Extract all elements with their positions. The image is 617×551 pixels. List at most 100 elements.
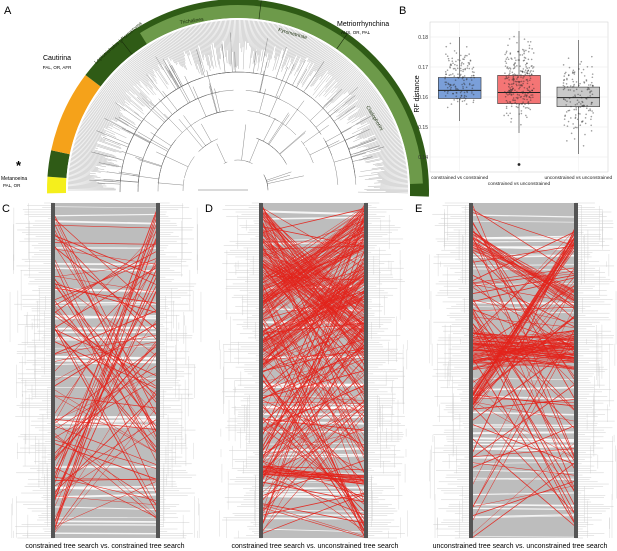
crossing-line (471, 274, 576, 295)
tip-branch (91, 103, 129, 126)
internal-branch (135, 157, 162, 167)
tip-branch (327, 54, 341, 72)
tip-branch (80, 126, 107, 137)
tip-branch (165, 36, 178, 62)
tip-branch (78, 132, 121, 148)
tip-branch (300, 43, 325, 84)
crossing-line (471, 378, 576, 491)
crossing-line (53, 326, 158, 514)
internal-branch (170, 65, 182, 87)
crossing-bundle-line (261, 467, 366, 481)
tip-branch (81, 122, 117, 138)
tip-branch (107, 81, 144, 112)
tip-branch (95, 97, 135, 124)
tip-branch (356, 133, 399, 149)
crossing-bundle-line (261, 240, 366, 330)
jitter-point (525, 62, 528, 65)
tip-branch (124, 62, 154, 96)
jitter-point (473, 76, 476, 79)
jitter-point (450, 84, 452, 86)
crossing-line (53, 389, 158, 454)
arc-dividers (120, 0, 348, 55)
tip-branch (366, 136, 400, 148)
tip-branch (87, 109, 109, 121)
crossing-line (261, 235, 366, 385)
crossing-bundle-line (471, 246, 576, 291)
jitter-point (504, 72, 506, 75)
tip-branch (343, 75, 365, 95)
crossing-bundle-line (261, 223, 366, 352)
jitter-point (505, 50, 508, 53)
jitter-point (446, 106, 449, 109)
jitter-point (568, 66, 571, 69)
crossing-line (261, 426, 366, 476)
tip-branch (218, 21, 222, 51)
crossing-line (53, 315, 158, 388)
crossing-bundle-line (261, 474, 366, 481)
tip-branch (213, 21, 221, 70)
tip-branch (252, 21, 259, 64)
jitter-point (570, 105, 572, 108)
match-gap (471, 301, 576, 305)
internal-branch (118, 171, 140, 176)
jitter-point (454, 63, 456, 66)
jitter-point (504, 60, 507, 63)
crossing-line (261, 373, 366, 525)
jitter-point (517, 50, 519, 53)
jitter-point (523, 56, 526, 59)
internal-branch (333, 105, 356, 122)
tip-branch (380, 144, 402, 151)
jitter-point (526, 116, 528, 119)
tip-branch (76, 138, 122, 153)
jitter-point (525, 94, 528, 97)
jitter-point (466, 77, 468, 80)
internal-branch (341, 115, 372, 133)
tip-branch (382, 157, 405, 162)
tip-branch (76, 136, 123, 153)
tip-branch (313, 44, 326, 64)
jitter-point (572, 85, 575, 87)
jitter-point (527, 102, 530, 105)
tip-branch (82, 121, 106, 132)
jitter-point (508, 79, 510, 81)
tip-branch (312, 56, 344, 96)
crossing-bundle-line (261, 227, 366, 303)
tip-branch (354, 100, 383, 118)
jitter-point (522, 92, 524, 94)
jitter-point (571, 72, 574, 74)
tip-branch (85, 114, 110, 127)
jitter-point (505, 76, 508, 78)
jitter-point (526, 80, 529, 82)
jitter-point (508, 72, 511, 74)
jitter-point (532, 66, 535, 68)
tip-branch (282, 27, 290, 50)
jitter-point (463, 83, 466, 86)
jitter-point (463, 96, 466, 99)
tip-branch (162, 37, 175, 64)
jitter-point (516, 41, 518, 44)
internal-arc (176, 95, 206, 112)
jitter-point (509, 93, 511, 95)
jitter-point (505, 62, 508, 64)
internal-branch (146, 74, 165, 98)
tip-branch (359, 94, 380, 109)
jitter-point (521, 70, 523, 73)
tip-branch (262, 22, 268, 50)
tip-branch (69, 166, 108, 173)
jitter-point (513, 99, 515, 101)
tip-branch (85, 115, 113, 130)
tip-branch (132, 56, 154, 83)
jitter-point (459, 54, 462, 57)
y-tick-label: 0.17 (418, 65, 428, 71)
arc-cautirina (51, 75, 101, 155)
tip-branch (79, 128, 103, 138)
jitter-point (585, 98, 588, 100)
tip-branch (147, 45, 163, 70)
jitter-point (531, 94, 534, 96)
tip-branch (363, 125, 396, 139)
jitter-point (565, 71, 567, 74)
crossing-line (53, 284, 158, 476)
crossing-line (53, 418, 158, 430)
internal-branch (135, 133, 168, 152)
jitter-point (462, 86, 464, 88)
